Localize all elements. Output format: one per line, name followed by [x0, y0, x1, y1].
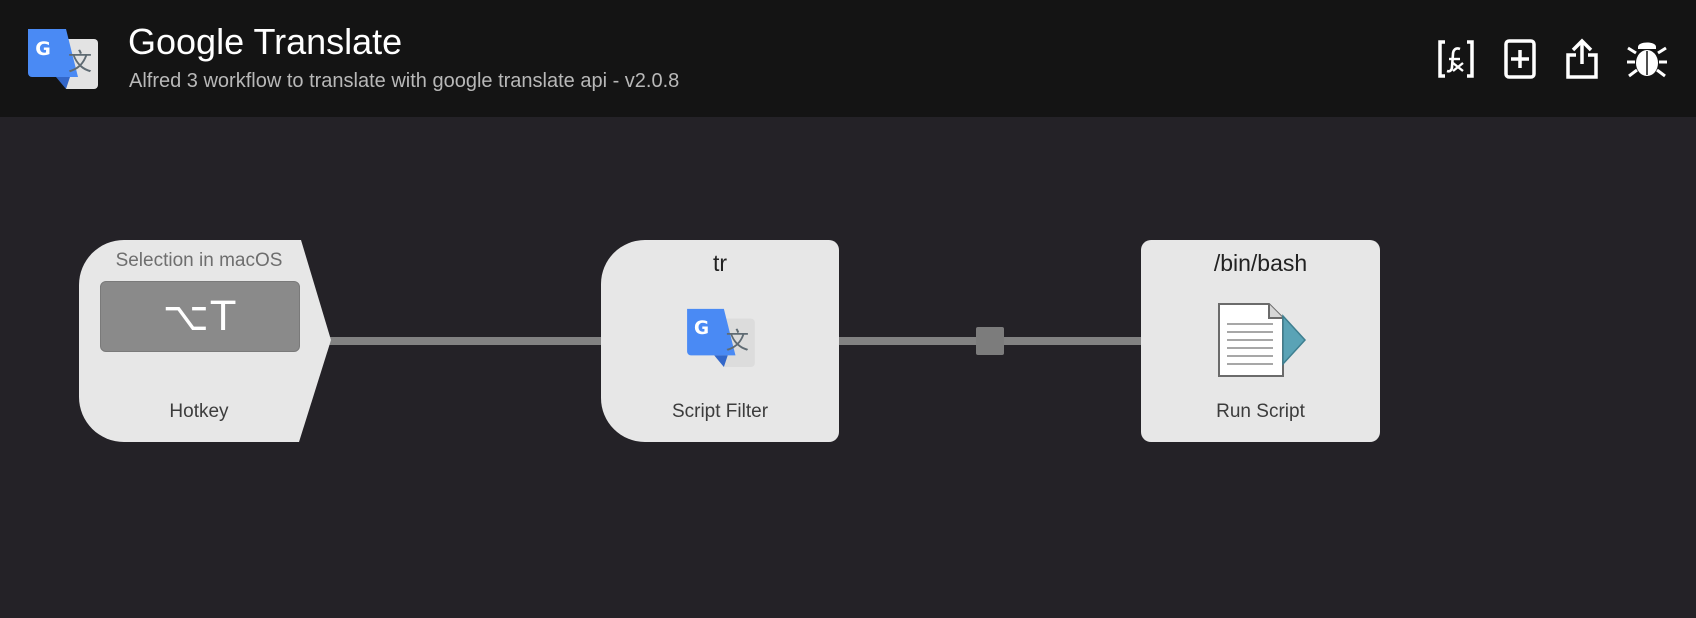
add-icon [1504, 39, 1536, 79]
bug-icon [1627, 42, 1667, 78]
variables-icon [1438, 40, 1474, 78]
hotkey-shortcut-display: ⌥T [100, 281, 300, 352]
workflow-title: Google Translate [128, 21, 403, 62]
script-document-icon [1213, 302, 1309, 378]
share-button[interactable] [1559, 36, 1605, 82]
debug-button[interactable] [1624, 36, 1670, 82]
script-filter-node[interactable]: tr G 文 Script Filter [601, 240, 839, 442]
google-translate-icon: G 文 [26, 27, 98, 89]
script-filter-keyword: tr [712, 250, 728, 276]
share-icon [1566, 38, 1598, 79]
workflow-canvas[interactable]: Selection in macOS ⌥T Hotkey tr G 文 Scri… [0, 117, 1696, 618]
run-script-node[interactable]: /bin/bash Run Script [1141, 240, 1380, 442]
svg-text:文: 文 [726, 328, 749, 355]
run-script-language: /bin/bash [1213, 250, 1308, 276]
hotkey-caption: Hotkey [169, 401, 229, 422]
run-script-caption: Run Script [1216, 401, 1305, 422]
workflow-header: G 文 Google Translate Alfred 3 workflow t… [0, 0, 1696, 117]
script-filter-caption: Script Filter [671, 401, 769, 422]
svg-text:文: 文 [68, 48, 92, 76]
svg-text:G: G [35, 38, 51, 60]
connection-handle[interactable] [976, 327, 1004, 355]
workflow-subtitle: Alfred 3 workflow to translate with goog… [129, 70, 680, 92]
connection-hotkey-to-filter[interactable] [328, 337, 602, 345]
variables-button[interactable] [1433, 36, 1479, 82]
hotkey-argument-label: Selection in macOS [115, 250, 283, 271]
add-object-button[interactable] [1497, 36, 1543, 82]
google-translate-icon: G 文 [685, 307, 755, 367]
svg-text:G: G [694, 318, 709, 339]
